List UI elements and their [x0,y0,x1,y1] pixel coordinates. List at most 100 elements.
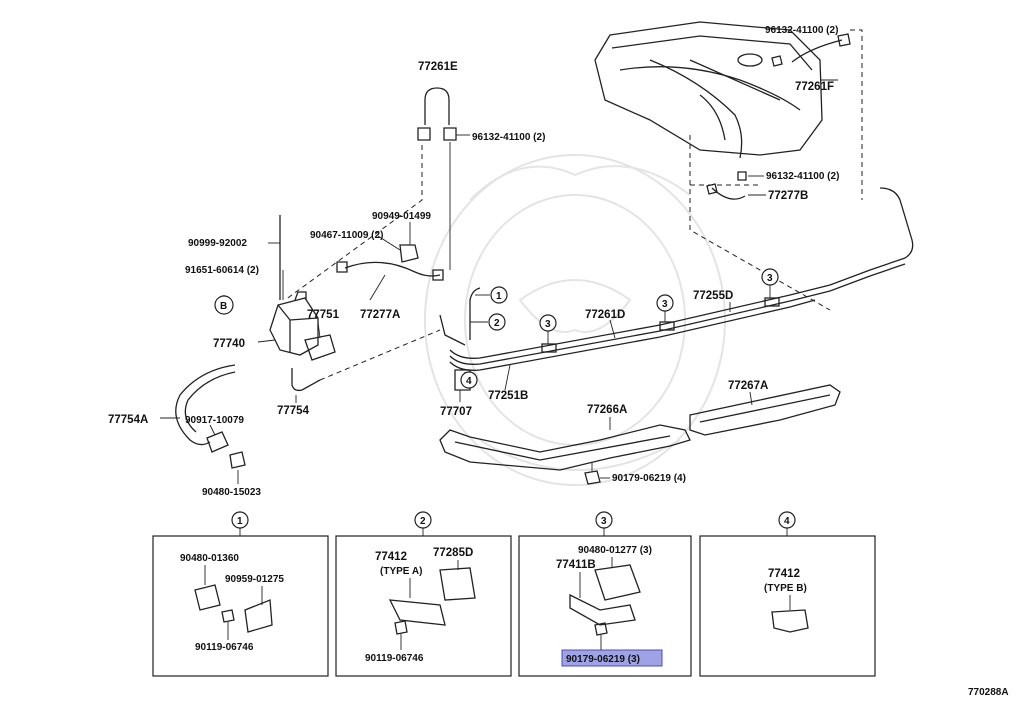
leader-90467 [377,235,401,251]
label-77754: 77754 [277,405,310,417]
label-77267A: 77267A [728,380,768,392]
callout-2-circle [488,313,506,331]
panel2-bracket [388,599,446,626]
fuel-tank [594,21,823,159]
panel1-clip [194,584,221,611]
callout-1-circle [490,286,508,304]
panel1-part-a: 90480-01360 [180,553,239,564]
protector-77266A [439,424,691,471]
panel1-number: 1 [237,516,243,527]
clamp-3-a [541,343,557,353]
dash-77261E-left [284,145,423,301]
clip-77277A-left [336,261,348,273]
label-77740: 77740 [213,338,245,350]
panel4-number: 4 [784,516,790,527]
leader-77251B [504,364,511,391]
leader-77740 [257,339,276,343]
callout-2-label: 2 [494,318,500,329]
panel3-part-c: 90179-06219 (3) [566,654,640,665]
leader-77267A [749,391,753,406]
clip-96132-mid [737,171,747,181]
panel3-bracket [569,593,636,626]
label-90480-15023: 90480-15023 [202,487,261,498]
panel2-part-a: 77412 [375,551,407,563]
label-77261D: 77261D [585,309,625,321]
clip-77277B-end [706,183,718,195]
clip-96132-tr-2 [771,55,783,67]
panel3-part-a: 90480-01277 (3) [578,545,652,556]
label-77261F: 77261F [795,81,834,93]
label-77754A: 77754A [108,414,148,426]
hose-77277A [344,261,441,277]
leader-77277A [369,274,386,301]
label-96132-top: 96132-41100 (2) [472,132,545,143]
hose-77754A-inner [184,371,236,433]
label-77251B: 77251B [488,390,528,402]
panel4-part-a: 77412 [768,568,800,580]
hose-77754A [175,364,236,446]
label-90179-4: 90179-06219 (4) [612,473,686,484]
panel2-part-a-type: (TYPE A) [380,566,422,577]
callout-1-label: 1 [496,291,502,302]
panel3-part-b: 77411B [556,559,596,571]
grommet-90480 [229,451,246,469]
callout-3b-circle [656,294,674,312]
panel1-bolt [221,609,235,623]
fuel-lines-main [439,187,914,371]
label-90467: 90467-11009 (2) [310,230,383,241]
label-91651: 91651-60614 (2) [185,265,259,276]
panel3-number: 3 [601,516,607,527]
panel2-bolt [394,620,408,635]
leader-77261D [609,319,616,339]
panel4-part-a-type: (TYPE B) [764,583,807,594]
clip-90949 [399,244,419,263]
panel2-number: 2 [420,516,426,527]
label-96132-mid: 96132-41100 (2) [766,171,839,182]
label-90917: 90917-10079 [185,415,244,426]
leader-90917 [209,424,216,436]
label-90949: 90949-01499 [372,211,431,222]
clip-77261E-left [417,127,431,141]
label-96132-top-right: 96132-41100 (2) [765,25,838,36]
callout-3c-label: 3 [767,273,773,284]
callout-4-label: 4 [466,376,472,387]
label-77277B: 77277B [768,190,808,202]
clip-77277A-right [432,269,444,281]
hose-77261F [791,39,843,63]
label-77751: 77751 [307,309,340,321]
panel2-box [335,535,512,677]
ref-label-B: B [220,301,227,312]
callout-3b-label: 3 [662,299,668,310]
panel3-part-c-highlight[interactable] [561,649,663,667]
ref-circle-B [214,295,234,315]
panel4-box [699,535,876,677]
hose-77754 [291,368,321,392]
dash-frame-top-right [850,29,863,200]
leader-77751 [317,321,321,339]
hose-77261E [424,87,450,125]
clip-77261E-right [443,127,457,141]
callout-3a-circle [539,314,557,332]
label-90999: 90999-92002 [188,238,247,249]
panel3-nut [594,622,608,636]
nut-90179-4 [584,470,601,485]
panel2-clamp [439,567,476,601]
clip-96132-tr [837,33,851,47]
label-77266A: 77266A [587,404,627,416]
panel1-box [152,535,329,677]
clamp-3-c [764,297,780,307]
callout-3c-circle [761,268,779,286]
charcoal-canister [269,291,319,356]
label-77277A: 77277A [360,309,400,321]
panel1-part-b: 90959-01275 [225,574,284,585]
panel3-clamp [594,564,641,601]
label-77255D: 77255D [693,290,733,302]
dash-frame-mid [689,135,831,311]
diagram-code: 770288A [968,687,1009,698]
protector-77267A [689,384,841,436]
hose-77277B [711,187,746,200]
clamp-3-b [659,321,675,331]
label-77707: 77707 [440,406,472,418]
connector-77707 [454,369,471,391]
